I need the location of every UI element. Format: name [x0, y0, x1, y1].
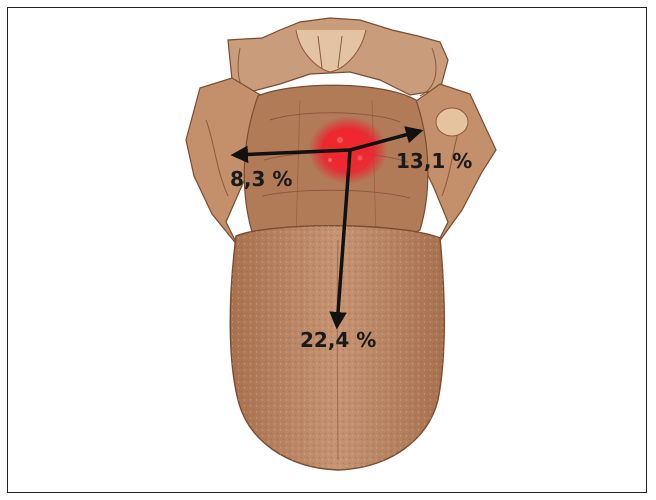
label-left-percent: 8,3 % [230, 167, 292, 191]
label-right-percent: 13,1 % [396, 149, 472, 173]
pharynx-region [228, 18, 448, 96]
label-down-percent: 22,4 % [300, 328, 376, 352]
